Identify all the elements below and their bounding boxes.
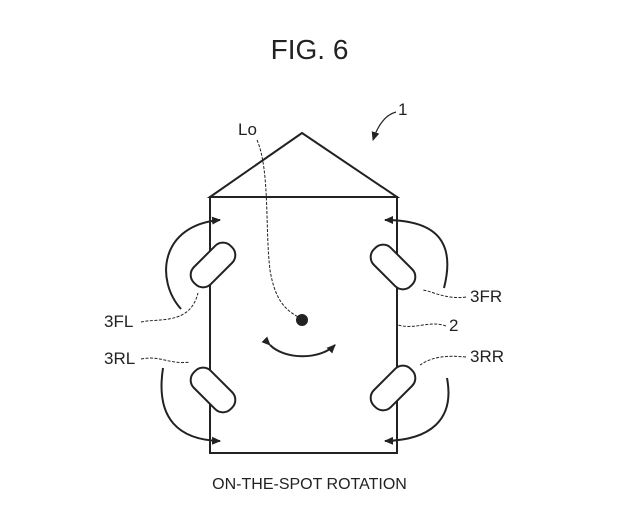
label-vehicle: 1 [398, 100, 408, 119]
wheel-3rl [189, 366, 237, 414]
figure-caption: ON-THE-SPOT ROTATION [212, 476, 407, 493]
label-3fl: 3FL [104, 312, 134, 331]
label-3fr: 3FR [470, 287, 503, 306]
reference-arrow-1 [371, 111, 397, 141]
label-center-line: Lo [238, 120, 257, 139]
rotation-arrow-fr [384, 216, 449, 289]
label-3rl: 3RL [104, 349, 136, 368]
figure-title: FIG. 6 [270, 34, 349, 65]
vehicle-nose [206, 131, 401, 198]
center-rotation-arrow [261, 336, 336, 358]
rotation-center-dot [296, 314, 308, 326]
rotation-arrow-rr [384, 377, 450, 445]
leader-lines [140, 139, 467, 366]
label-body: 2 [449, 316, 459, 335]
wheel-3fr [369, 243, 417, 291]
wheel-3rr [369, 364, 417, 412]
label-3rr: 3RR [470, 347, 505, 366]
rotation-arrow-fl [165, 216, 221, 310]
wheel-3fl [189, 241, 237, 289]
rotation-arrow-rl [160, 367, 221, 445]
